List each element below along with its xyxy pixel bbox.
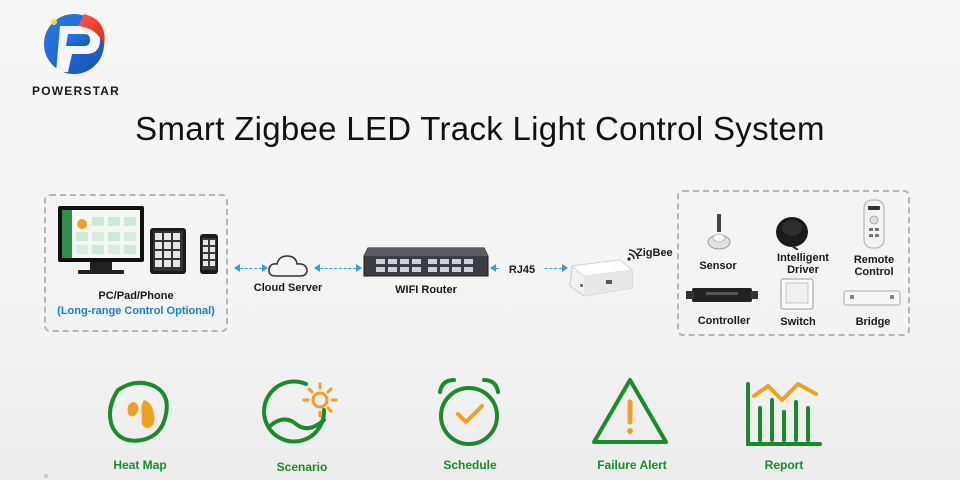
brand-logo: POWERSTAR: [26, 6, 126, 98]
sensor-icon: [707, 214, 731, 250]
router-label: WIFI Router: [395, 284, 457, 296]
link-cloud-router-arrows-icon: [314, 264, 362, 272]
link-client-cloud: [240, 268, 262, 269]
feature-label-failure-alert: Failure Alert: [597, 458, 667, 472]
zigbee-devices-box: [677, 190, 910, 336]
pc-pad-phone-icon: [58, 206, 218, 274]
rj45-label: RJ45: [500, 264, 544, 276]
device-label-intelligent-driver: Intelligent Driver: [777, 252, 829, 276]
page-title: Smart Zigbee LED Track Light Control Sys…: [135, 110, 825, 147]
wifi-router-icon: [363, 247, 489, 277]
device-label-switch: Switch: [780, 316, 816, 328]
zigbee-gateway-icon: [569, 259, 633, 297]
link-router-gateway-arrows-icon: [490, 264, 568, 272]
heat-map-icon: [108, 380, 169, 443]
controller-icon: [686, 288, 758, 302]
link-cloud-router: [320, 268, 356, 269]
scenario-icon: [262, 379, 338, 444]
bridge-icon: [843, 290, 901, 306]
client-devices-box: [44, 194, 228, 332]
device-label-bridge: Bridge: [855, 316, 891, 328]
feature-label-report: Report: [764, 458, 804, 472]
client-label: PC/Pad/Phone: [98, 290, 174, 302]
brand-name: POWERSTAR: [32, 84, 120, 98]
cloud-label: Cloud Server: [253, 282, 323, 294]
device-label-sensor: Sensor: [699, 260, 737, 272]
device-label-remote-control: Remote Control: [853, 254, 895, 278]
schedule-icon: [438, 378, 500, 446]
cloud-icon: [268, 255, 308, 277]
feature-label-heat-map: Heat Map: [113, 458, 167, 472]
wireless-signal-icon: [627, 249, 639, 261]
driver-icon: [776, 217, 808, 250]
remote-icon: [863, 199, 885, 249]
zigbee-label: ZigBee: [636, 247, 673, 259]
corner-marker: [44, 474, 48, 478]
switch-icon: [780, 278, 814, 310]
powerstar-logo-icon: [44, 14, 105, 74]
feature-label-schedule: Schedule: [443, 458, 497, 472]
report-icon: [746, 382, 822, 446]
client-sublabel: (Long-range Control Optional): [57, 305, 215, 317]
link-client-cloud-arrows-icon: [234, 264, 268, 272]
device-label-controller: Controller: [697, 315, 751, 327]
feature-label-scenario: Scenario: [276, 460, 328, 474]
failure-alert-icon: [592, 378, 668, 444]
